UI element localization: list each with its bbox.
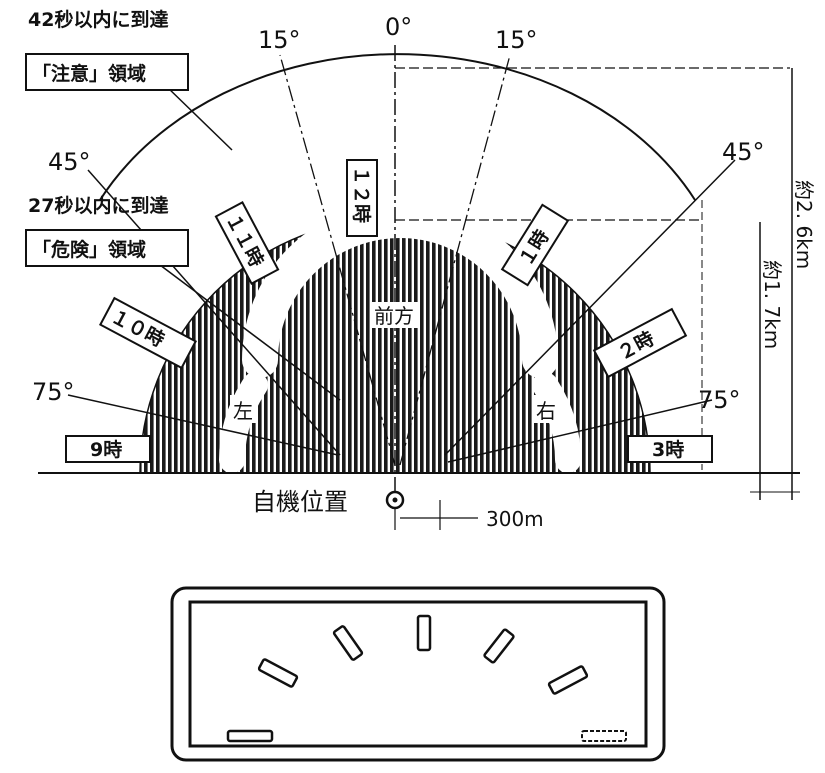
clock-tag-12: １２時 — [346, 159, 378, 237]
caution-time-label: 42秒以内に到達 — [28, 8, 168, 31]
caution-zone-label: 「注意」領域 — [32, 62, 146, 85]
right-sector-band — [532, 372, 581, 473]
left-label: 左 — [233, 399, 253, 423]
own-aircraft-dot — [392, 497, 398, 503]
scale-label: 300m — [486, 507, 544, 531]
danger-distance-label: 約1. 7km — [760, 260, 784, 349]
angle-left-45-label: 45° — [48, 148, 91, 176]
clock-tag-2: ２時 — [592, 307, 688, 379]
lamp-2-oclock — [547, 665, 589, 695]
lamp-1-oclock — [483, 628, 515, 664]
right-label-bg — [533, 395, 561, 423]
caution-distance-label: 約2. 6km — [792, 180, 816, 269]
caution-zone-arc — [99, 53, 696, 201]
danger-zone-label: 「危険」領域 — [32, 238, 146, 261]
clock-tag-10: １０時 — [98, 296, 198, 370]
clock-tag-11: １１時 — [214, 201, 280, 285]
front-label: 前方 — [374, 304, 414, 328]
angle-right-15-label: 15° — [495, 26, 538, 54]
left-15-line — [279, 54, 396, 466]
angle-right-75-label: 75° — [698, 386, 741, 414]
right-label: 右 — [536, 399, 556, 423]
danger-label-box — [25, 229, 189, 267]
lamp-11-oclock — [332, 625, 364, 661]
clock-3-label: 3時 — [652, 439, 684, 461]
lamp-10-oclock — [257, 658, 299, 688]
clock-9-label: 9時 — [90, 439, 122, 461]
clock-tag-3 — [627, 435, 713, 463]
angle-left-75-label: 75° — [32, 378, 75, 406]
caution-label-box — [25, 53, 189, 91]
right-75-leader — [447, 399, 713, 463]
indicator-panel — [170, 586, 666, 762]
angle-right-45-label: 45° — [722, 138, 765, 166]
right-45-leader — [444, 159, 736, 456]
own-position-label: 自機位置 — [252, 488, 348, 516]
front-label-bg — [370, 302, 420, 328]
lamp-12-oclock — [416, 614, 432, 652]
angle-0-label: 0° — [385, 13, 412, 41]
left-label-bg — [230, 395, 258, 423]
clock-tag-9 — [65, 435, 151, 463]
danger-leader — [159, 264, 341, 401]
lamp-3-oclock — [581, 730, 627, 742]
left-75-leader — [67, 394, 339, 456]
right-15-line — [399, 54, 511, 466]
lamp-9-oclock — [226, 729, 274, 743]
danger-time-label: 27秒以内に到達 — [28, 194, 168, 217]
clock-12-label: １２時 — [350, 166, 372, 223]
angle-left-15-label: 15° — [258, 26, 301, 54]
left-45-leader — [87, 169, 341, 456]
clock-tag-1: １時 — [500, 203, 570, 287]
caution-leader — [164, 84, 233, 151]
